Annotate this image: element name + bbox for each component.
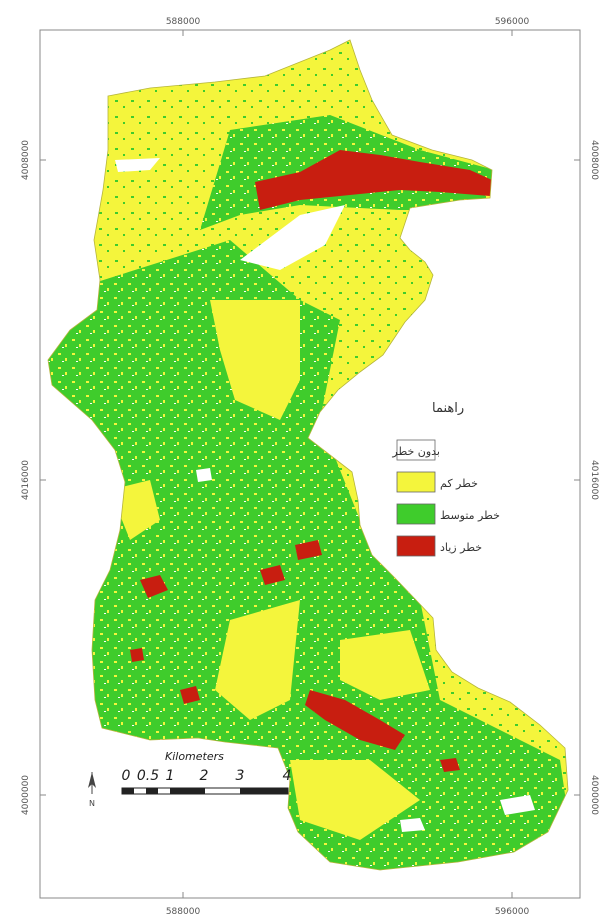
tick-bottom-1: 588000: [166, 907, 201, 917]
zone-high-risk-spot-2: [260, 565, 285, 585]
tick-right-3: 4000000: [589, 775, 599, 815]
zone-high-risk-north: [255, 150, 492, 210]
tick-top-1: 588000: [166, 17, 201, 27]
legend-swatch-high: [396, 535, 436, 557]
legend-label-low: خطر کم: [440, 477, 478, 490]
scale-bar: Kilometers 0 0.5 1 2 3 4: [121, 750, 292, 795]
scale-segment-3: [170, 788, 205, 794]
tick-right-1: 4008000: [589, 140, 599, 180]
scale-title: Kilometers: [165, 750, 224, 763]
zone-no-risk-spot-1: [196, 468, 212, 482]
scale-label-0-5: 0.5: [137, 768, 159, 784]
tick-bottom-2: 596000: [495, 907, 530, 917]
tick-right-2: 4016000: [589, 460, 599, 500]
zone-high-risk-spot-1: [140, 575, 168, 598]
scale-label-3: 3: [236, 768, 245, 784]
tick-left-2: 4016000: [21, 460, 31, 500]
north-arrow-label: N: [89, 799, 95, 808]
scale-segment-4: [240, 788, 288, 794]
zone-no-risk-spot-3: [400, 818, 425, 832]
zone-medium-risk-south: [48, 240, 568, 870]
scale-label-0: 0: [122, 768, 131, 784]
legend-label-medium: خطر متوسط: [440, 509, 500, 522]
coordinate-ticks: 588000 596000 588000 596000 4008000 4016…: [21, 17, 599, 917]
scale-label-1: 1: [166, 768, 175, 784]
zone-high-risk-spot-4: [180, 686, 200, 704]
zone-low-risk-south-1: [215, 600, 300, 720]
zone-low-risk-central: [210, 300, 300, 420]
north-arrow-icon: N: [88, 772, 96, 808]
legend-label-high: خطر زیاد: [440, 541, 482, 554]
legend: راهنما بدون خطر خطر کم خطر متوسط خطر زیا…: [391, 401, 500, 557]
scale-segment-2: [146, 788, 158, 794]
legend-swatch-low: [396, 471, 436, 493]
zone-high-risk-south: [305, 690, 405, 750]
legend-swatch-medium: [396, 503, 436, 525]
zone-high-risk-spot-3: [295, 540, 322, 560]
zone-low-risk-south-3: [290, 760, 420, 840]
zone-no-risk-north: [240, 205, 345, 270]
legend-title: راهنما: [432, 401, 464, 416]
risk-zones: [48, 40, 568, 870]
tick-left-3: 4000000: [21, 775, 31, 815]
tick-left-1: 4008000: [21, 140, 31, 180]
zone-high-risk-spot-6: [440, 758, 460, 772]
legend-swatch-none: [396, 439, 436, 461]
scale-segment-1: [122, 788, 134, 794]
zone-no-risk-nw: [115, 158, 160, 172]
legend-label-none: بدون خطر: [391, 445, 440, 458]
scale-label-2: 2: [200, 768, 209, 784]
zone-no-risk-spot-2: [500, 795, 535, 815]
tick-top-2: 596000: [495, 17, 530, 27]
zone-high-risk-spot-7: [130, 648, 144, 662]
zone-low-risk-south-2: [340, 630, 430, 700]
scale-label-4: 4: [283, 768, 292, 784]
